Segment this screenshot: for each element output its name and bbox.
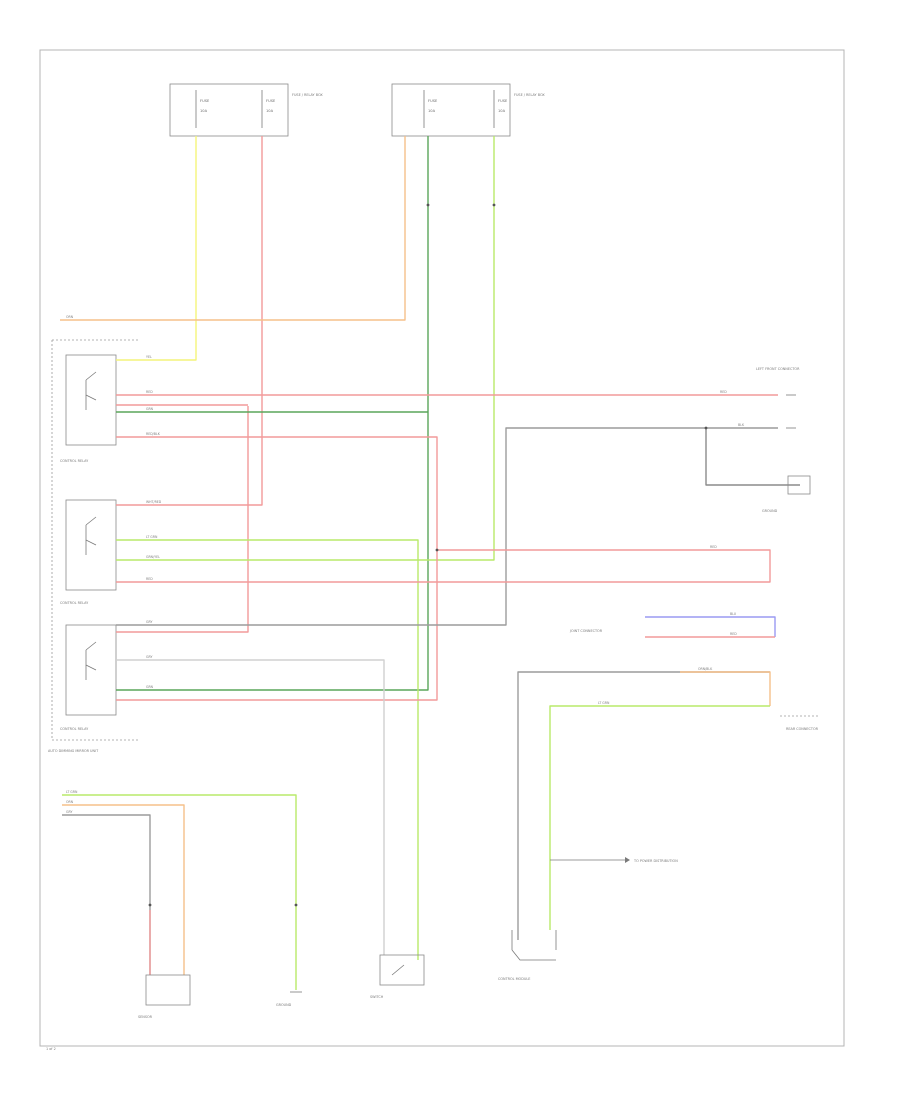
joint-connector-label: JOINT CONNECTOR xyxy=(569,629,603,633)
rear-connector: REAR CONNECTOR xyxy=(780,715,820,731)
splice-dot xyxy=(435,548,439,552)
relay-3-label: CONTROL RELAY xyxy=(60,727,89,731)
bottom-ground: GROUND xyxy=(276,991,302,1007)
relay-module-label: AUTO DIMMING MIRROR UNIT xyxy=(48,749,99,753)
wire-label-grnyel: GRN/YEL xyxy=(146,555,160,559)
fuse-2b-label: FUSE xyxy=(498,99,508,103)
wire-label-orange: ORN xyxy=(66,315,74,319)
wire-red-mid xyxy=(116,549,771,583)
wire-lightgreen-module xyxy=(549,705,770,930)
wire-label-redblk: RED/BLK xyxy=(146,432,161,436)
wire-label-gray2: GRY xyxy=(146,655,152,659)
fuse-1a-amp: 10A xyxy=(200,109,208,113)
wire-green-1 xyxy=(116,136,429,691)
bottom-control-module: CONTROL MODULE TO POWER DISTRIBUTION xyxy=(498,857,678,981)
fuse-box-2: FUSE 10A FUSE 10A FUSE / RELAY BOX xyxy=(391,83,545,137)
fuse-box-1-name: FUSE / RELAY BOX xyxy=(292,93,323,97)
connector-dot xyxy=(294,903,298,907)
fuse-box-1: FUSE 10A FUSE 10A FUSE / RELAY BOX xyxy=(169,83,323,137)
wire-gray-bottom xyxy=(62,814,151,975)
page-mark: 1 of 2 xyxy=(46,1047,56,1051)
ground-connector-label: GROUND xyxy=(762,509,778,513)
wire-label-green: GRN xyxy=(146,407,154,411)
connector-dot xyxy=(426,203,430,207)
relay-module: AUTO DIMMING MIRROR UNIT CONTROL RELAY C… xyxy=(48,339,140,753)
rear-connector-label: REAR CONNECTOR xyxy=(786,727,819,731)
relay-3 xyxy=(65,624,117,716)
bottom-module-label: CONTROL MODULE xyxy=(498,977,530,981)
wire-label-lgrn: LT GRN xyxy=(146,535,158,539)
wire-label-lgrn3: LT GRN xyxy=(66,790,78,794)
fuse-2a-amp: 10A xyxy=(428,109,436,113)
bottom-ground-label: GROUND xyxy=(276,1003,292,1007)
relay-2 xyxy=(65,499,117,591)
bottom-arrow-label: TO POWER DISTRIBUTION xyxy=(633,859,678,863)
bottom-switch: SWITCH xyxy=(370,954,425,999)
diagram-frame xyxy=(39,49,845,1047)
fuse-1a-label: FUSE xyxy=(200,99,210,103)
wire-lightgreen-1 xyxy=(116,136,495,561)
wire-blue xyxy=(645,616,776,637)
wire-label-green2: GRN xyxy=(146,685,154,689)
wire-red-fuse1b-branch xyxy=(116,406,249,633)
fuse-2a-label: FUSE xyxy=(428,99,438,103)
joint-connector: JOINT CONNECTOR xyxy=(569,629,603,633)
wire-label-gry3: GRY xyxy=(66,810,72,814)
connector-dot xyxy=(148,903,152,907)
wire-label-red5: RED xyxy=(730,632,737,636)
connector-dot xyxy=(492,203,496,207)
right-connector: LEFT FRONT CONNECTOR xyxy=(756,367,800,429)
wire-label-orn2: ORN xyxy=(66,800,74,804)
wire-black-ground xyxy=(705,428,800,486)
wire-red-r1c xyxy=(116,436,438,701)
wire-label-black: BLK xyxy=(738,423,745,427)
relay-1-label: CONTROL RELAY xyxy=(60,459,89,463)
wire-gray-relay3 xyxy=(116,659,385,955)
splice-dot xyxy=(704,426,708,430)
right-connector-label: LEFT FRONT CONNECTOR xyxy=(756,367,800,371)
wire-label-red2: RED xyxy=(146,577,153,581)
bottom-sensor-label: SENSOR xyxy=(138,1015,153,1019)
wire-label-ornblk: ORN/BLK xyxy=(698,667,713,671)
wire-orange-module xyxy=(680,671,771,706)
wire-label-yellow: YEL xyxy=(146,355,152,359)
wire-red-fuse1b xyxy=(116,136,263,506)
relay-2-label: CONTROL RELAY xyxy=(60,601,89,605)
relay-1 xyxy=(65,354,117,446)
wire-label-lgrn2: LT GRN xyxy=(598,701,610,705)
wire-label-whtred: WHT/RED xyxy=(146,500,162,504)
bottom-switch-label: SWITCH xyxy=(370,995,384,999)
fuse-2b-amp: 10A xyxy=(498,109,506,113)
fuse-1b-amp: 10A xyxy=(266,109,274,113)
wire-label-blue: BLU xyxy=(730,612,737,616)
wire-gray-module xyxy=(517,671,770,940)
wire-gray-right xyxy=(116,427,778,626)
wire-label-red: RED xyxy=(146,390,153,394)
wire-lg-bottom xyxy=(62,794,297,990)
fuse-box-2-name: FUSE / RELAY BOX xyxy=(514,93,545,97)
ground-connector: GROUND xyxy=(762,475,811,513)
wire-lightgreen-2 xyxy=(116,539,419,960)
wire-yellow-1 xyxy=(116,136,197,361)
wire-label-red3: RED xyxy=(720,390,727,394)
wire-label-gray: GRY xyxy=(146,620,152,624)
wire-orange-bottom xyxy=(62,804,185,975)
wire-label-red4: RED xyxy=(710,545,717,549)
wire-orange-top xyxy=(60,136,406,321)
bottom-sensor: SENSOR xyxy=(138,974,191,1019)
fuse-1b-label: FUSE xyxy=(266,99,276,103)
